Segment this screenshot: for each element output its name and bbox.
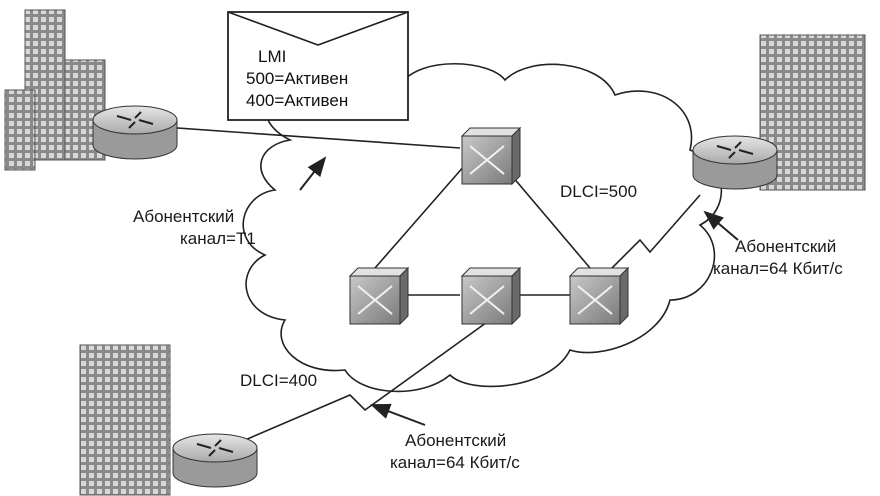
lmi-header: LMI [258, 47, 286, 66]
dlci-400-label: DLCI=400 [240, 371, 317, 390]
arrow-icon [703, 210, 739, 241]
lmi-status-400: 400=Активен [246, 91, 348, 110]
arrow-icon [299, 156, 327, 191]
access-64-right-label-line1: Абонентский [735, 237, 836, 256]
arrow-icon [370, 403, 426, 426]
trunk-link [374, 164, 466, 269]
switch-icon [568, 266, 630, 326]
access-64-bottom-label-line2: канал=64 Кбит/с [390, 453, 520, 472]
access-t1-label-line1: Абонентский [133, 207, 234, 226]
router-icon [172, 433, 258, 488]
access-link-right [609, 194, 701, 271]
switch-icon [348, 266, 410, 326]
envelope-icon [227, 11, 409, 121]
router-icon [92, 105, 178, 160]
router-icon [692, 135, 778, 190]
access-link-left [134, 124, 461, 149]
dlci-500-label: DLCI=500 [560, 182, 637, 201]
access-link-bottom [209, 319, 491, 456]
access-64-bottom-label-line1: Абонентский [405, 431, 506, 450]
access-64-right-label-line2: канал=64 Кбит/с [713, 259, 843, 278]
switch-icon [460, 266, 522, 326]
switch-icon [460, 126, 522, 186]
building-icon [79, 344, 171, 496]
access-t1-label-line2: канал=Т1 [180, 229, 256, 248]
building-icon [4, 9, 106, 171]
lmi-status-500: 500=Активен [246, 69, 348, 88]
